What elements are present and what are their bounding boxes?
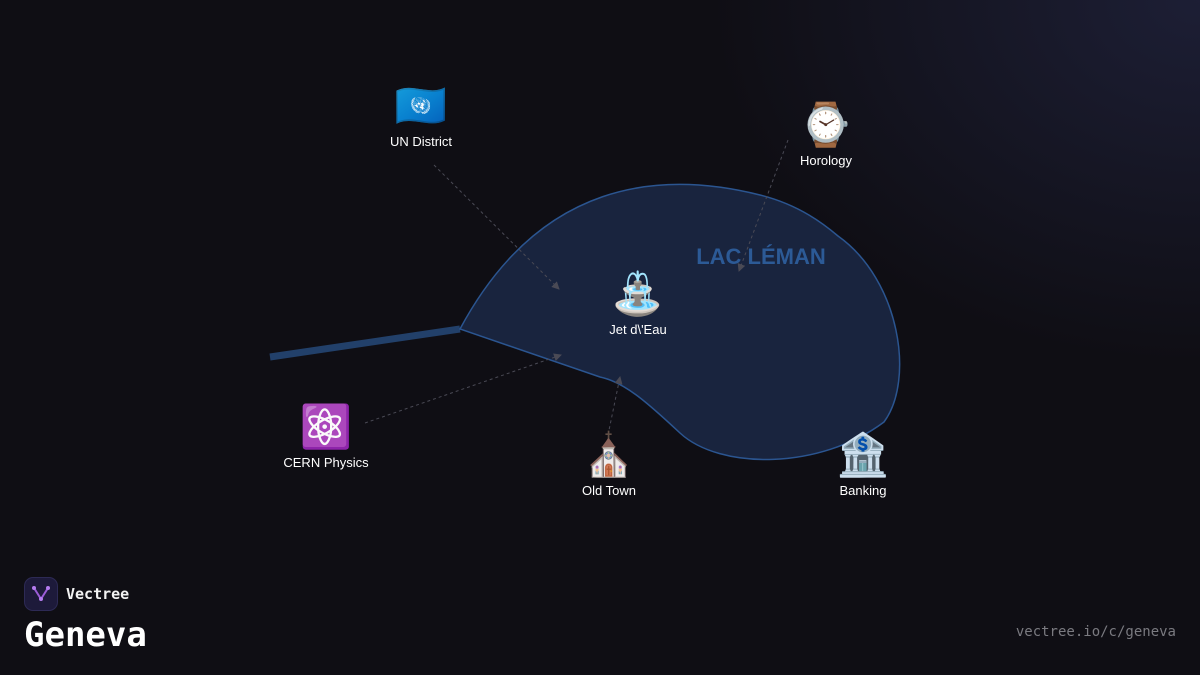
brand-row: Vectree	[24, 577, 147, 611]
un-flag-icon: 🇺🇳	[394, 81, 448, 130]
connector-oldtown	[607, 376, 623, 436]
connector-horology	[737, 139, 789, 272]
node-old-town[interactable]: ⛪ Old Town	[559, 430, 659, 499]
watch-icon: ⌚	[799, 100, 853, 149]
connector-un	[433, 164, 560, 290]
vectree-logo-icon	[24, 577, 58, 611]
center-node-jet-deau[interactable]: ⛲ Jet d\'Eau	[588, 269, 688, 338]
lake-label: LAC LÉMAN	[696, 244, 826, 269]
lake-shape	[458, 183, 901, 461]
rhone-river	[269, 325, 461, 361]
node-label: Banking	[839, 483, 887, 498]
fountain-icon: ⛲	[611, 269, 665, 318]
node-label: Old Town	[582, 483, 636, 498]
node-label: Horology	[799, 153, 853, 168]
connector-cern	[364, 353, 562, 424]
node-horology[interactable]: ⌚ Horology	[776, 100, 876, 169]
brand-name: Vectree	[66, 585, 130, 603]
church-icon: ⛪	[582, 430, 636, 479]
center-node-label: Jet d\'Eau	[609, 322, 667, 337]
node-label: UN District	[389, 134, 453, 149]
node-label: CERN Physics	[283, 455, 369, 470]
page-url[interactable]: vectree.io/c/geneva	[1015, 624, 1176, 640]
page-title: Geneva	[24, 615, 147, 655]
branding: Vectree Geneva	[24, 577, 147, 655]
node-un-district[interactable]: 🇺🇳 UN District	[371, 81, 471, 150]
node-banking[interactable]: 🏦 Banking	[813, 430, 913, 499]
bank-icon: 🏦	[836, 430, 890, 479]
atom-symbol-icon: ⚛️	[299, 402, 353, 451]
node-cern-physics[interactable]: ⚛️ CERN Physics	[271, 402, 381, 471]
